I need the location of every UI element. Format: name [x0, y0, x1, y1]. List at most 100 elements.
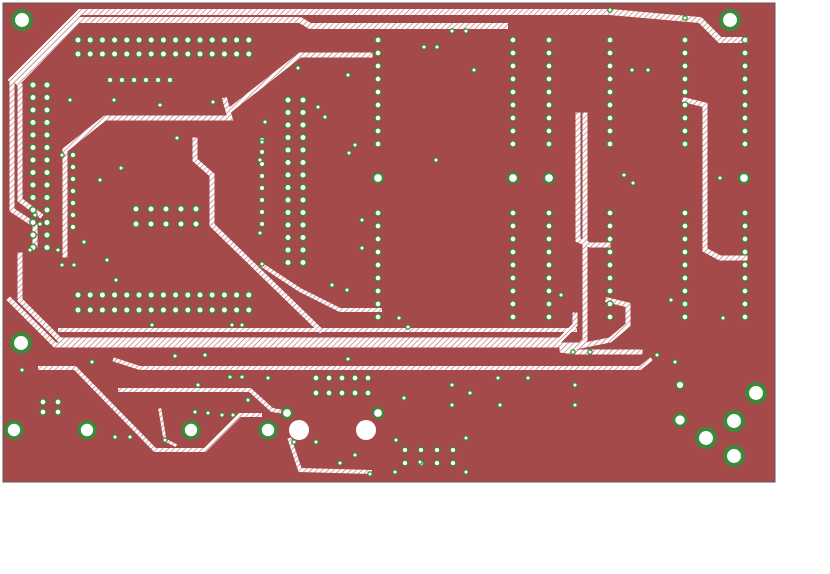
header-pin: [509, 101, 517, 109]
header-pin: [122, 306, 131, 314]
header-pin: [741, 114, 749, 122]
header-pin: [681, 313, 689, 321]
header-pin: [741, 88, 749, 96]
header-pin: [681, 114, 689, 122]
header-pin: [606, 75, 614, 83]
header-pin: [299, 233, 307, 242]
header-pin: [741, 36, 749, 44]
header-pin: [509, 248, 517, 256]
header-pin: [110, 291, 119, 299]
mounting-hole: [9, 331, 33, 355]
header-pin: [374, 88, 382, 96]
header-pin: [244, 50, 253, 58]
header-pin: [374, 209, 382, 217]
connector-pin: [312, 374, 320, 382]
via: [67, 97, 73, 103]
via: [27, 247, 33, 253]
header-pin: [545, 287, 553, 295]
header-pin: [606, 209, 614, 217]
via: [210, 99, 216, 105]
via: [295, 65, 301, 71]
via: [497, 402, 503, 408]
test-point: [371, 171, 385, 185]
via: [572, 402, 578, 408]
header-pin: [374, 274, 382, 282]
header-pin: [374, 36, 382, 44]
connector-pin: [351, 374, 359, 382]
header-pin: [606, 49, 614, 57]
header-pin: [196, 291, 204, 299]
large-pad: [181, 420, 201, 440]
header-pin: [299, 208, 307, 217]
ic-pin: [162, 220, 170, 228]
via: [205, 410, 211, 416]
via: [104, 257, 110, 263]
header-pin: [284, 96, 292, 104]
via: [127, 434, 133, 440]
via: [463, 435, 469, 441]
header-pin: [509, 49, 517, 57]
connector-pin: [433, 459, 441, 467]
header-pin: [43, 168, 51, 177]
trace-left-down: [17, 252, 578, 343]
header-pin: [681, 127, 689, 135]
header-pin: [244, 306, 253, 314]
header-pin: [545, 114, 553, 122]
via: [401, 395, 407, 401]
header-pin: [29, 131, 37, 139]
header-pin: [220, 291, 229, 299]
header-pin: [299, 246, 307, 254]
via: [149, 322, 155, 328]
large-pad: [371, 406, 385, 420]
header-pin: [606, 114, 614, 122]
header-pin: [29, 93, 37, 102]
via: [367, 471, 373, 477]
header-pin: [509, 75, 517, 83]
test-point: [506, 171, 520, 185]
header-pin: [606, 36, 614, 44]
mounting-hole: [718, 8, 742, 32]
header-pin: [374, 75, 382, 83]
via: [359, 245, 365, 251]
header-pin: [284, 183, 292, 192]
header-pin: [545, 300, 553, 308]
ic-pin: [177, 205, 185, 213]
header-pin: [606, 300, 614, 308]
connector-pin: [54, 408, 62, 416]
header-pin: [509, 300, 517, 308]
header-pin: [232, 36, 241, 44]
via: [19, 367, 25, 373]
header-pin: [29, 118, 37, 127]
header-pin: [606, 140, 614, 148]
header-pin: [545, 209, 553, 217]
header-pin: [130, 76, 138, 84]
header-pin: [509, 235, 517, 243]
header-pin: [159, 306, 168, 314]
header-pin: [208, 50, 217, 58]
header-pin: [509, 222, 517, 230]
header-pin: [43, 93, 51, 102]
header-pin: [606, 127, 614, 135]
header-pin: [196, 306, 204, 314]
via: [467, 390, 473, 396]
header-pin: [509, 209, 517, 217]
header-pin: [374, 62, 382, 70]
via: [265, 375, 271, 381]
header-pin: [244, 291, 253, 299]
header-pin: [741, 300, 749, 308]
ic-pin: [147, 220, 155, 228]
via: [587, 349, 593, 355]
header-pin: [284, 108, 292, 117]
header-pin: [509, 274, 517, 282]
header-pin: [509, 114, 517, 122]
header-pin: [258, 208, 266, 216]
large-pad: [675, 380, 685, 390]
test-point: [737, 171, 751, 185]
header-pin: [606, 101, 614, 109]
header-pin: [220, 36, 229, 44]
large-pad: [694, 426, 718, 450]
connector-pin: [401, 446, 409, 454]
header-pin: [122, 291, 131, 299]
header-pin: [545, 140, 553, 148]
via: [405, 324, 411, 330]
